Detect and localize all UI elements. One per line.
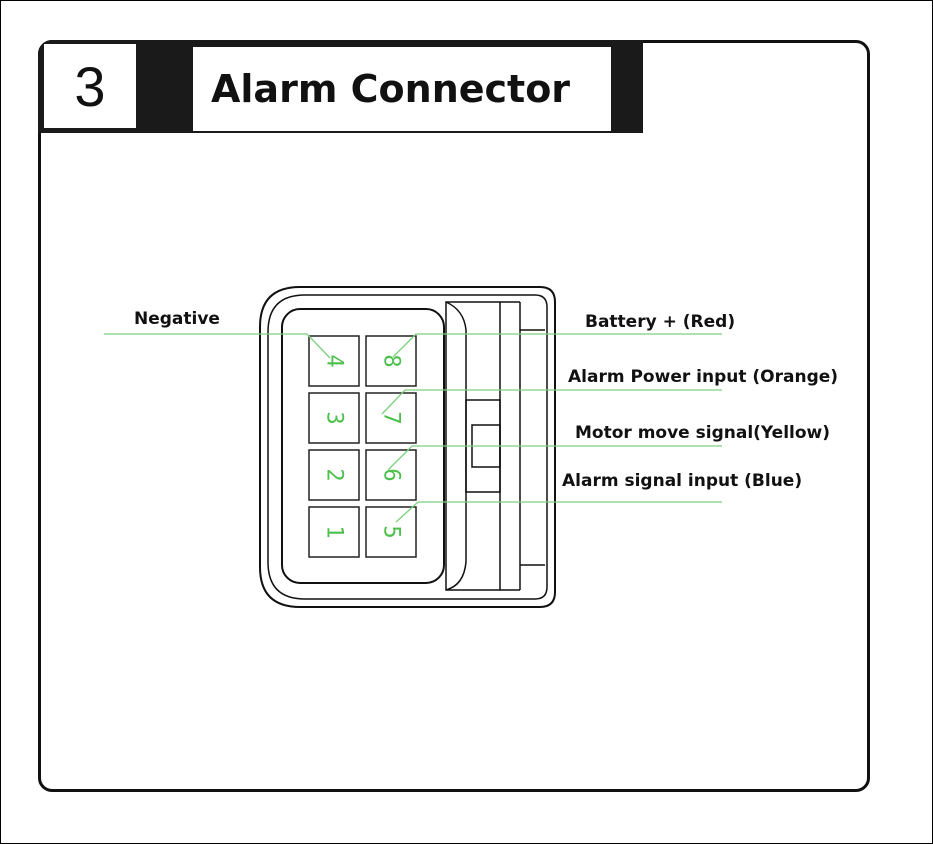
negative-label: Negative [134, 309, 220, 329]
pin-2-cell [308, 449, 360, 501]
pin-2-label: 2 [322, 468, 347, 481]
connector-body [259, 286, 556, 608]
pin-1-cell [308, 506, 360, 558]
alarm-signal-leader [395, 501, 722, 523]
diagram-panel [38, 40, 870, 792]
pin-1-label: 1 [322, 525, 347, 538]
pin-5-cell [365, 506, 417, 558]
page-title: Alarm Connector [193, 47, 611, 131]
pin-3-label: 3 [322, 411, 347, 424]
pin-7-cell [365, 392, 417, 444]
pin-grid [308, 335, 417, 558]
motor-move-leader [387, 445, 722, 471]
pin-4-label: 4 [322, 354, 347, 367]
pin-5-label: 5 [379, 525, 404, 538]
alarm-power-leader [381, 389, 722, 415]
pin-6-cell [365, 449, 417, 501]
pin-7-label: 7 [379, 411, 404, 424]
alarm-power-label: Alarm Power input (Orange) [568, 367, 838, 387]
pin-8-cell [365, 335, 417, 387]
battery-leader [392, 333, 722, 358]
alarm-signal-label: Alarm signal input (Blue) [562, 471, 802, 491]
pin-6-label: 6 [379, 468, 404, 481]
leader-lines [104, 333, 722, 523]
motor-move-label: Motor move signal(Yellow) [575, 423, 830, 443]
pin-3-cell [308, 392, 360, 444]
battery-label: Battery + (Red) [585, 312, 735, 332]
pin-8-label: 8 [379, 354, 404, 367]
negative-leader [104, 333, 331, 359]
step-number: 3 [44, 44, 136, 128]
